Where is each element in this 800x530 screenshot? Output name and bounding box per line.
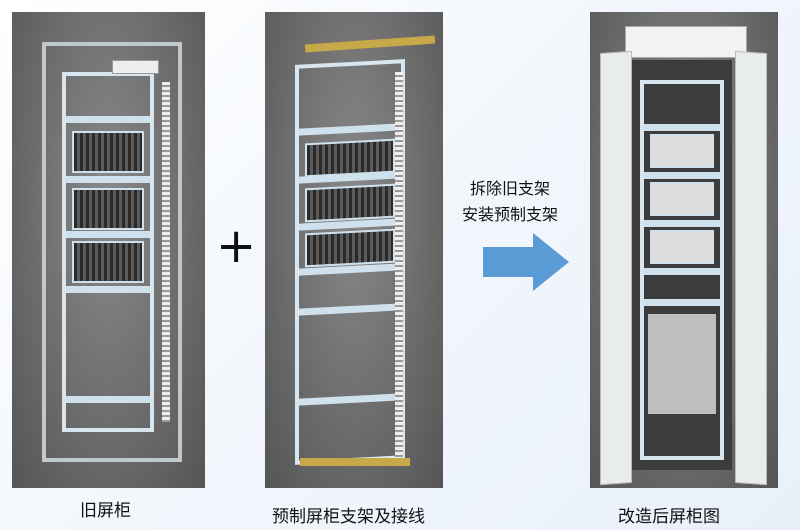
old-cabinet-image [12,12,205,488]
support-frame [640,80,724,460]
bottom-bar [300,458,410,466]
transition-label: 拆除旧支架 安装预制支架 [462,176,558,228]
transition-line-2: 安装预制支架 [462,205,559,224]
right-arrow-icon [483,233,569,291]
right-door [735,50,767,486]
caption-retrofitted-cabinet: 改造后屏柜图 [618,507,720,527]
support-frame [62,72,154,432]
retrofitted-cabinet-image [590,12,778,488]
support-frame [295,59,405,465]
transition-line-1: 拆除旧支架 [470,179,551,198]
terminal-block [112,60,159,74]
caption-old-cabinet: 旧屏柜 [80,501,131,521]
left-door [600,50,632,486]
caption-prefab-bracket: 预制屏柜支架及接线 [272,507,425,527]
prefab-bracket-image [265,12,443,488]
cabinet-interior [632,60,732,470]
top-bar [304,35,436,53]
cabinet-frame [42,42,182,462]
plus-sign: + [216,218,257,274]
cabinet-top [625,26,747,58]
